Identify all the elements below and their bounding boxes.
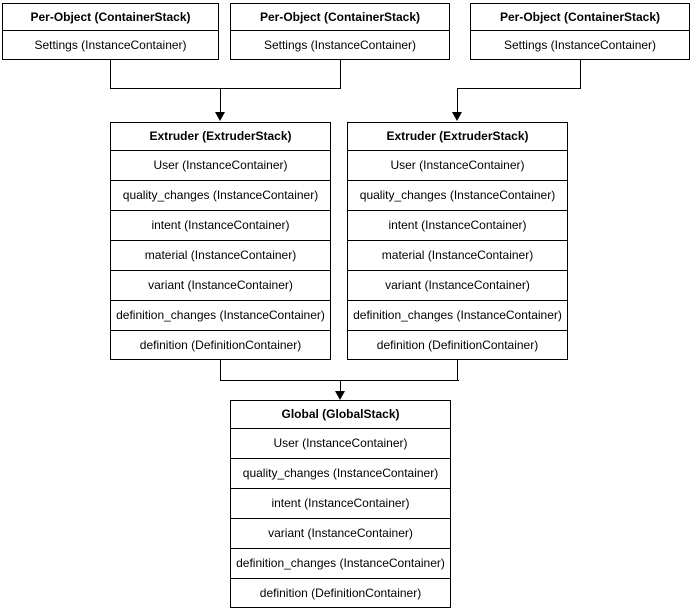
extruder-2-row-intent: intent (InstanceContainer) [348,209,567,240]
global-row-definition: definition (DefinitionContainer) [231,577,450,608]
connector-global-shaft-line [339,379,341,393]
connector-right-extruder-shaft-line [456,87,459,113]
extruder-stack-2: Extruder (ExtruderStack) User (InstanceC… [347,122,568,360]
extruder-2-row-material: material (InstanceContainer) [348,239,567,270]
extruder-1-row-definition: definition (DefinitionContainer) [111,329,330,360]
connector-join-global-horizontal-line [219,379,459,381]
connector-extruder2-down-line [456,359,459,381]
per-object-stack-3-title: Per-Object (ContainerStack) [499,9,661,24]
connector-join-right-horizontal-line [457,87,581,89]
extruder-2-row-quality-changes: quality_changes (InstanceContainer) [348,179,567,210]
extruder-stack-1: Extruder (ExtruderStack) User (InstanceC… [110,122,331,360]
global-stack: Global (GlobalStack) User (InstanceConta… [230,400,451,608]
connector-join-left-horizontal-line [109,87,341,89]
extruder-2-row-user: User (InstanceContainer) [348,149,567,180]
extruder-1-row-intent: intent (InstanceContainer) [111,209,330,240]
per-object-stack-1: Per-Object (ContainerStack) Settings (In… [2,3,219,60]
arrow-down-global-icon [334,391,345,400]
per-object-stack-1-title: Per-Object (ContainerStack) [30,9,191,24]
connector-perobject1-down-line [109,59,111,89]
extruder-2-row-definition-changes: definition_changes (InstanceContainer) [348,299,567,330]
connector-perobject3-down-line [579,59,581,89]
extruder-1-row-quality-changes: quality_changes (InstanceContainer) [111,179,330,210]
arrow-down-left-extruder-icon [214,112,225,121]
extruder-1-row-material: material (InstanceContainer) [111,239,330,270]
global-row-intent: intent (InstanceContainer) [231,487,450,518]
extruder-1-row-variant: variant (InstanceContainer) [111,269,330,300]
connector-extruder1-down-line [219,359,221,381]
global-row-quality-changes: quality_changes (InstanceContainer) [231,457,450,488]
per-object-1-row-settings: Settings (InstanceContainer) [3,29,218,60]
global-row-user: User (InstanceContainer) [231,427,450,458]
arrow-down-right-extruder-icon [452,112,463,121]
connector-left-extruder-shaft-line [219,87,221,113]
per-object-3-row-settings: Settings (InstanceContainer) [471,29,689,60]
extruder-1-row-definition-changes: definition_changes (InstanceContainer) [111,299,330,330]
per-object-stack-2: Per-Object (ContainerStack) Settings (In… [230,3,450,60]
global-stack-title: Global (GlobalStack) [281,407,400,422]
per-object-2-row-settings: Settings (InstanceContainer) [231,29,449,60]
global-row-variant: variant (InstanceContainer) [231,517,450,548]
extruder-stack-2-title: Extruder (ExtruderStack) [386,129,529,144]
per-object-stack-2-title: Per-Object (ContainerStack) [259,9,421,24]
per-object-stack-3: Per-Object (ContainerStack) Settings (In… [470,3,690,60]
extruder-2-row-variant: variant (InstanceContainer) [348,269,567,300]
extruder-1-row-user: User (InstanceContainer) [111,149,330,180]
connector-perobject2-down-line [339,59,341,89]
extruder-stack-1-title: Extruder (ExtruderStack) [149,129,292,144]
extruder-2-row-definition: definition (DefinitionContainer) [348,329,567,360]
global-row-definition-changes: definition_changes (InstanceContainer) [231,547,450,578]
